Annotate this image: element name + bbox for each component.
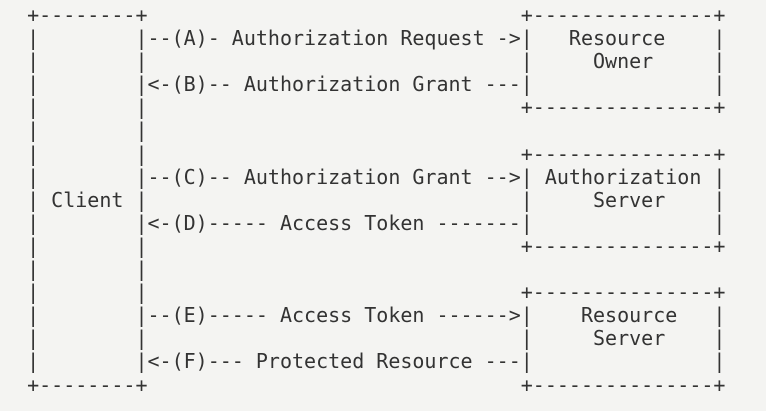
- ascii-diagram-text: +--------+ +---------------+ | |--(A)- A…: [27, 3, 726, 397]
